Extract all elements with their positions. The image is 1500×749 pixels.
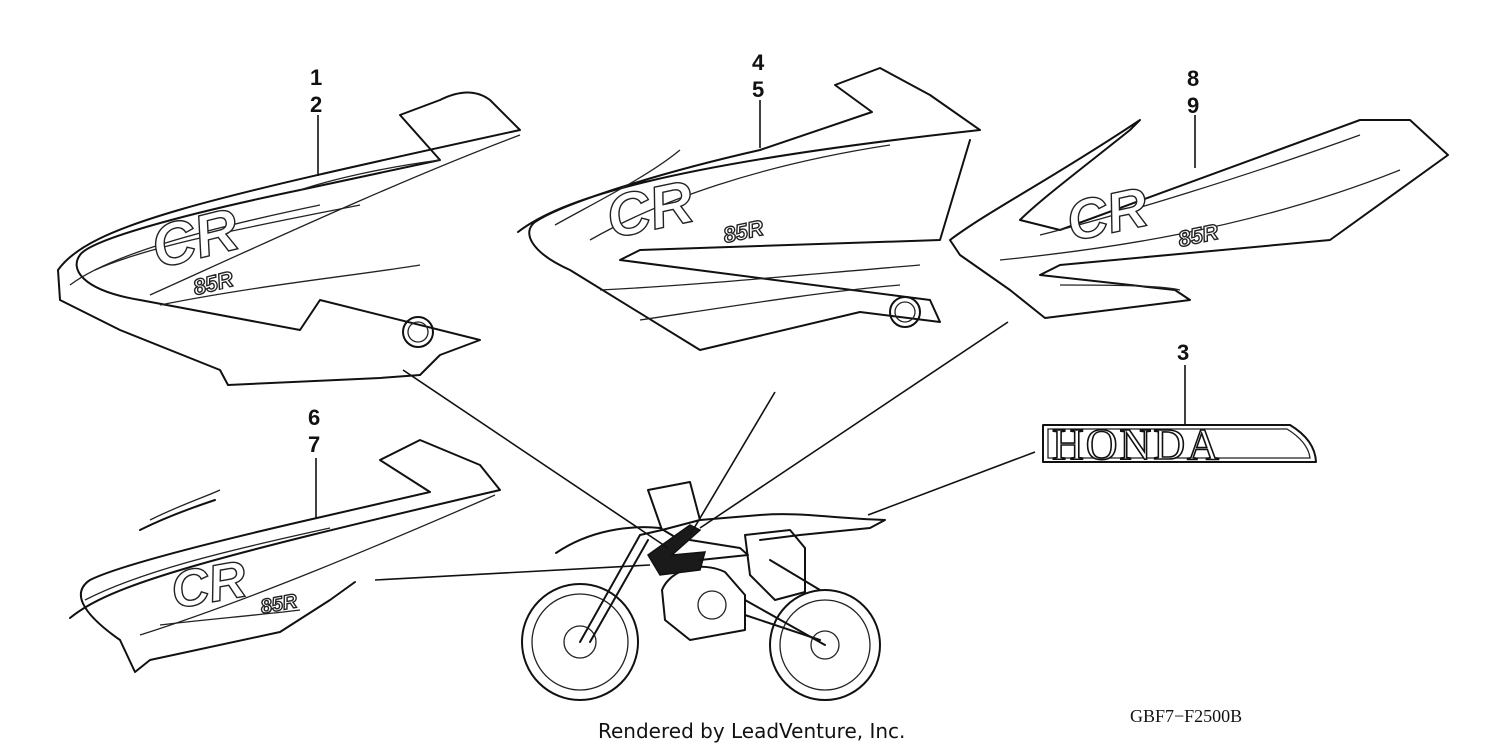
callout-4[interactable]: 4 <box>752 50 765 75</box>
credit-text: Rendered by LeadVenture, Inc. <box>598 719 905 743</box>
85r-emblem: 85R <box>259 590 300 618</box>
callout-3[interactable]: 3 <box>1177 340 1189 365</box>
cr-emblem: CR <box>600 168 699 252</box>
callout-5[interactable]: 5 <box>752 77 764 102</box>
callout-6[interactable]: 6 <box>308 405 320 430</box>
callout-1[interactable]: 1 <box>310 65 322 90</box>
callout-7[interactable]: 7 <box>308 432 320 457</box>
leader-lines <box>315 100 1196 581</box>
decal-part-6-7[interactable]: CR 85R <box>69 439 501 673</box>
decal-part-4-5[interactable]: CR 85R <box>517 67 981 351</box>
85r-emblem: 85R <box>721 215 766 248</box>
diagram-code: GBF7−F2500B <box>1130 706 1242 726</box>
callout-9[interactable]: 9 <box>1187 93 1199 118</box>
callout-2[interactable]: 2 <box>310 92 322 117</box>
callout-labels: 1 2 3 4 5 6 7 8 9 <box>308 50 1199 457</box>
cr-emblem: CR <box>167 550 251 620</box>
85r-emblem: 85R <box>1176 219 1221 252</box>
motorcycle-illustration <box>521 481 886 701</box>
decal-part-1-2[interactable]: CR 85R <box>57 91 521 386</box>
decal-part-8-9[interactable]: CR 85R <box>949 119 1449 319</box>
decal-part-3-honda[interactable]: HONDA <box>1042 419 1317 470</box>
callout-8[interactable]: 8 <box>1187 66 1199 91</box>
honda-emblem: HONDA <box>1052 420 1221 469</box>
